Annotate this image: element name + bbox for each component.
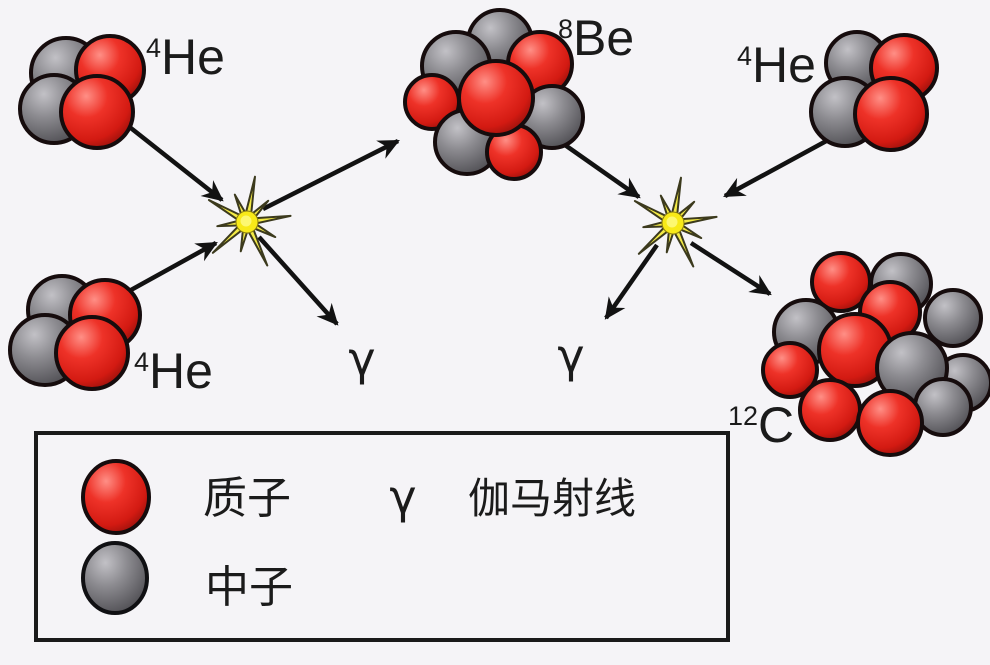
proton-sphere — [761, 341, 819, 399]
be8-label: 8Be — [558, 10, 634, 66]
he3-label: 4He — [737, 37, 816, 93]
be8-mass-superscript: 8 — [558, 14, 573, 44]
legend-gamma-label: 伽马射线 — [468, 475, 636, 522]
be8-symbol: Be — [573, 10, 634, 66]
arrow-he1-to-collision1 — [125, 123, 224, 202]
arrow-collision2-to-gamma2 — [604, 243, 659, 320]
he1-symbol: He — [161, 29, 225, 85]
gamma-symbol-1: γ — [348, 332, 375, 386]
he2-symbol: He — [149, 343, 213, 399]
legend-neutron-swatch — [81, 541, 149, 615]
proton-sphere — [798, 378, 862, 442]
proton-sphere — [853, 76, 929, 152]
proton-sphere — [54, 315, 130, 391]
he1-label: 4He — [146, 29, 225, 85]
arrow-he2-to-collision1 — [118, 241, 218, 298]
he1-mass-superscript: 4 — [146, 33, 161, 63]
helium4-nucleus-top-left — [18, 34, 146, 150]
arrow-collision1-to-gamma1 — [257, 235, 339, 326]
legend-neutron-label: 中子 — [205, 563, 293, 612]
neutron-sphere — [923, 288, 983, 348]
legend-proton-label: 质子 — [203, 474, 291, 523]
proton-sphere — [457, 59, 535, 137]
he3-symbol: He — [752, 37, 816, 93]
proton-sphere — [59, 74, 135, 150]
reaction-arrows — [118, 123, 843, 326]
arrow-he3-to-collision2 — [723, 131, 843, 198]
c12-symbol: C — [758, 397, 794, 453]
legend-gamma-symbol: γ — [389, 470, 416, 524]
he2-label: 4He — [134, 343, 213, 399]
arrow-collision2-to-c12 — [689, 241, 772, 296]
proton-sphere — [856, 389, 924, 457]
c12-label: 12C — [728, 397, 794, 453]
legend: 质子 中子 γ 伽马射线 — [34, 431, 730, 642]
helium4-nucleus-bottom-left — [8, 274, 142, 391]
arrow-be8-to-collision2 — [563, 143, 641, 199]
legend-proton-swatch — [81, 459, 151, 535]
legend-box — [34, 431, 730, 642]
carbon12-nucleus — [761, 251, 990, 457]
helium4-nucleus-right — [809, 30, 939, 152]
he3-mass-superscript: 4 — [737, 41, 752, 71]
gamma-symbol-2: γ — [557, 329, 584, 383]
he2-mass-superscript: 4 — [134, 347, 149, 377]
beryllium8-nucleus — [403, 8, 585, 181]
arrow-collision1-to-be8 — [261, 138, 400, 212]
c12-mass-superscript: 12 — [728, 401, 758, 431]
